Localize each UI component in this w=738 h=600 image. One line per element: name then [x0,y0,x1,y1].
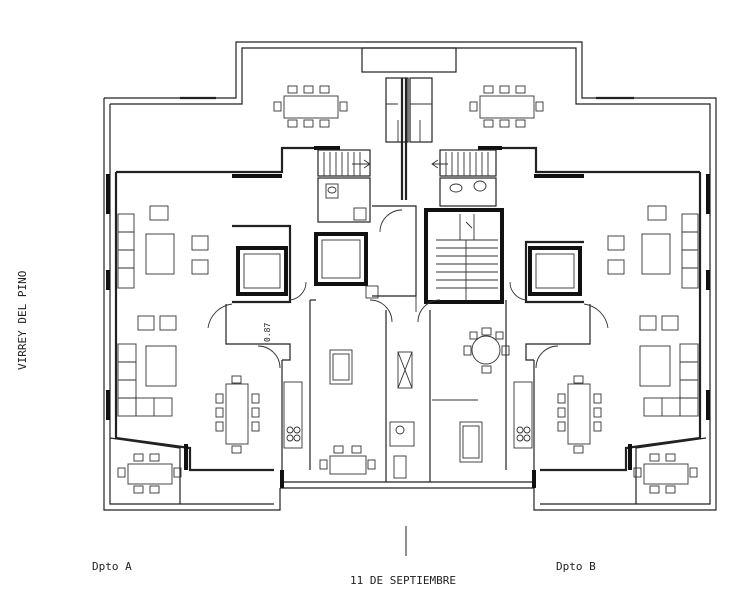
unit-a-label: Dpto A [92,560,132,573]
outer-walls [103,41,717,511]
street-front-label: 11 DE SEPTIEMBRE [350,574,456,587]
apartment-a [117,85,376,494]
dimension-label: 0.87 [263,323,272,342]
apartment-b [389,85,699,494]
unit-b-label: Dpto B [556,560,596,573]
street-side-label: VIRREY DEL PINO [16,271,29,370]
central-core [314,77,504,482]
